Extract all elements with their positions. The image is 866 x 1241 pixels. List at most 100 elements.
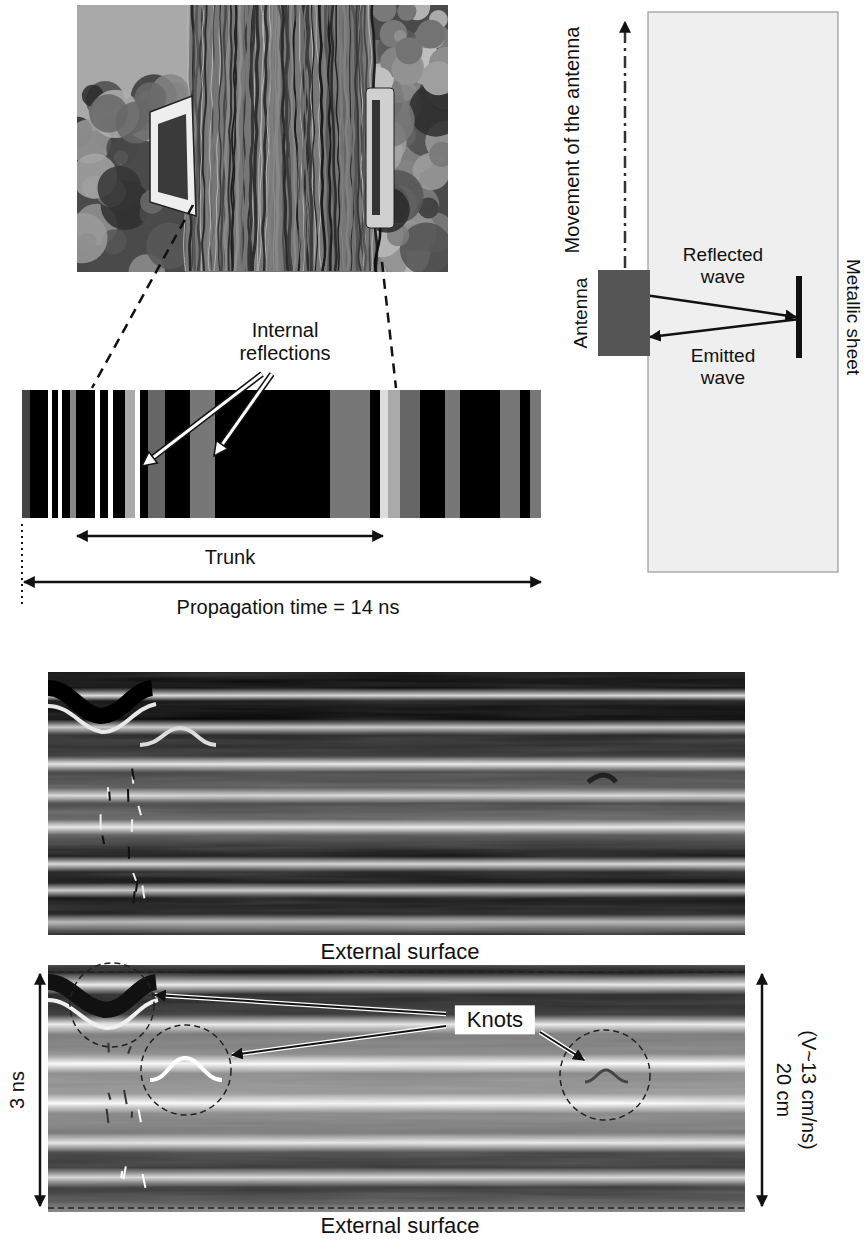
dimension-arrow xyxy=(77,535,383,538)
dashed-leader xyxy=(382,262,396,388)
foliage xyxy=(397,5,416,21)
knot-noise xyxy=(108,792,111,801)
strip-band xyxy=(420,390,445,518)
knot-noise xyxy=(124,1090,127,1104)
strip-band xyxy=(100,390,108,518)
knot-noise xyxy=(128,847,130,859)
bush xyxy=(97,166,141,210)
knot-noise xyxy=(138,806,141,815)
knot-signature xyxy=(150,1058,222,1080)
dimension-arrow xyxy=(24,581,541,584)
strip-band xyxy=(530,390,541,518)
bark-line xyxy=(263,5,268,271)
strip-band xyxy=(22,390,30,518)
radargram xyxy=(48,672,745,935)
dimension-label: (V~13 cm/ns) xyxy=(797,1030,820,1149)
radargram xyxy=(48,965,745,1212)
antenna-box: Antenna xyxy=(598,270,650,356)
dimension-label: Trunk xyxy=(205,546,255,569)
right-antenna xyxy=(366,88,394,228)
knot-circle xyxy=(141,1025,231,1115)
bark-line xyxy=(344,5,349,271)
dashed-leader xyxy=(92,205,193,388)
surface-label: External surface xyxy=(321,939,480,964)
strip-band xyxy=(460,390,500,518)
knot-noise xyxy=(133,873,136,881)
knot-noise xyxy=(108,1093,110,1100)
bark-line xyxy=(355,5,361,271)
knot-noise xyxy=(102,836,104,844)
right-antenna-face xyxy=(372,100,380,215)
axis-label: Movement of the antenna xyxy=(561,27,584,254)
wave-label: Reflected wave xyxy=(670,244,776,288)
knot-noise xyxy=(142,885,144,898)
node-label: Metallic sheet xyxy=(842,259,864,375)
radar-strip xyxy=(22,390,541,518)
bark-line xyxy=(235,5,241,271)
strip-band xyxy=(400,390,420,518)
knot-circle xyxy=(70,963,154,1047)
trunk-section xyxy=(648,12,838,572)
bark-line xyxy=(235,5,241,271)
bark-line xyxy=(253,5,258,271)
bush xyxy=(429,142,448,167)
strip-band xyxy=(370,390,380,518)
knot-noise xyxy=(127,789,129,802)
bush xyxy=(77,213,108,263)
knot-signature xyxy=(48,704,156,732)
knot-signature xyxy=(585,1070,628,1082)
strip-band xyxy=(70,390,76,518)
tree-trunk xyxy=(185,5,378,272)
strip-band xyxy=(330,390,370,518)
bark-line xyxy=(253,5,259,271)
knot-noise xyxy=(131,819,133,832)
strip-band xyxy=(388,390,400,518)
knot-circle xyxy=(560,1030,650,1120)
knot-noise xyxy=(143,1174,146,1188)
surface-line xyxy=(48,1207,745,1209)
strip-band xyxy=(30,390,48,518)
strip-band xyxy=(140,390,148,518)
strip-band xyxy=(76,390,95,518)
knot-leader xyxy=(232,1026,446,1055)
knot-signature xyxy=(48,1000,158,1028)
bark-line xyxy=(344,5,349,271)
knot-noise xyxy=(120,1171,123,1178)
white-arrow xyxy=(214,374,272,456)
strip-band xyxy=(95,390,100,518)
foliage xyxy=(421,61,448,95)
wave-arrow xyxy=(650,296,796,317)
dimension-arrow xyxy=(761,974,764,1206)
strip-band xyxy=(62,390,70,518)
movement-arrow xyxy=(624,22,627,268)
knot-signature xyxy=(588,775,616,782)
node-label: Antenna xyxy=(570,278,592,349)
surface-line xyxy=(48,971,745,973)
dotted-tick xyxy=(21,524,23,606)
antenna-cable xyxy=(375,228,380,272)
knot-noise xyxy=(123,1166,125,1179)
strip-band xyxy=(125,390,135,518)
callout-label: Internal reflections xyxy=(225,319,345,365)
dimension-label: Propagation time = 14 ns xyxy=(177,596,400,619)
strip-band xyxy=(48,390,52,518)
knot-noise xyxy=(131,1111,133,1117)
tree-photo xyxy=(77,5,448,272)
knot-leader xyxy=(155,995,446,1014)
dimension-label: 3 ns xyxy=(6,1071,29,1109)
strip-band xyxy=(113,390,125,518)
knot-noise xyxy=(128,1046,131,1053)
strip-band xyxy=(58,390,62,518)
bark-line xyxy=(307,5,312,271)
knot-signature xyxy=(140,728,216,745)
strip-band xyxy=(165,390,190,518)
knot-noise xyxy=(136,881,137,891)
knot-noise xyxy=(132,769,134,780)
strip-band xyxy=(445,390,460,518)
bark-line xyxy=(225,5,231,271)
strip-band xyxy=(135,390,140,518)
strip-band xyxy=(52,390,58,518)
